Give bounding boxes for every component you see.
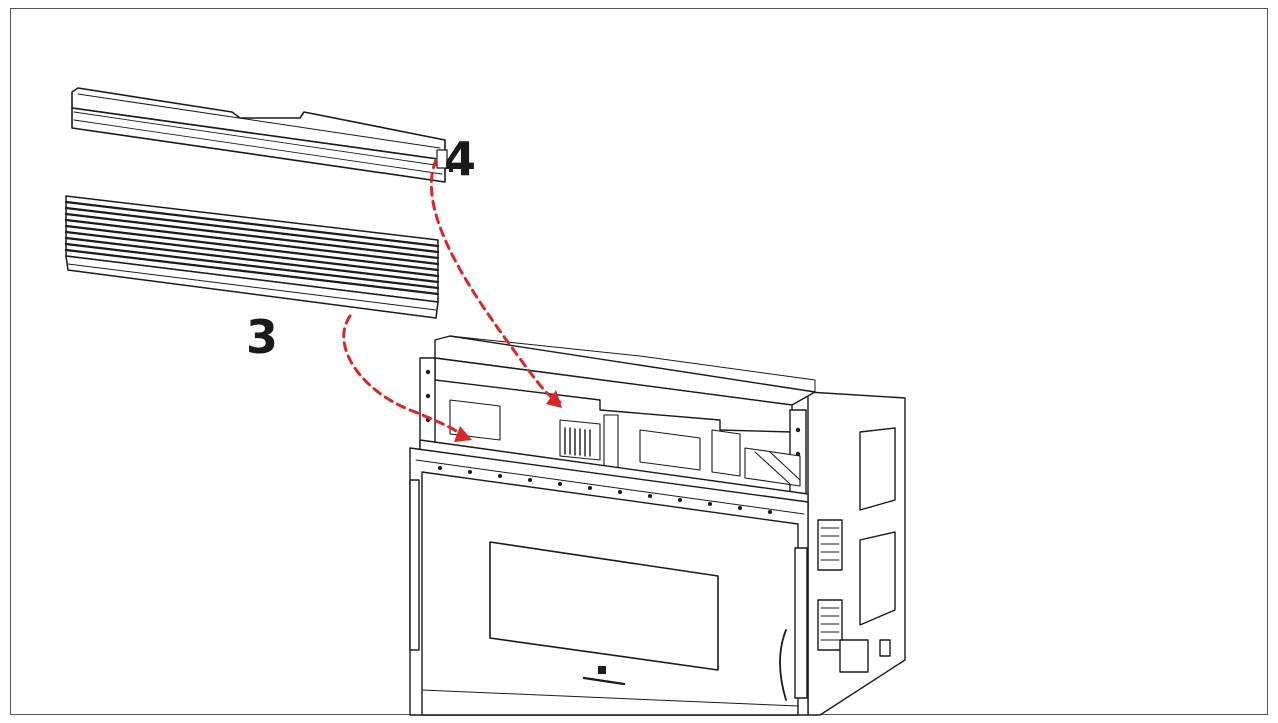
vent-grille — [64, 195, 440, 319]
arrow-part-3-path — [342, 314, 472, 442]
oven-cabinet — [409, 335, 906, 716]
top-trim-strip — [71, 87, 453, 183]
arrow-part-4-path — [429, 158, 562, 408]
callout-part-3: 3 — [246, 310, 279, 364]
callout-part-4: 4 — [444, 132, 477, 186]
brand-logo — [582, 666, 626, 686]
